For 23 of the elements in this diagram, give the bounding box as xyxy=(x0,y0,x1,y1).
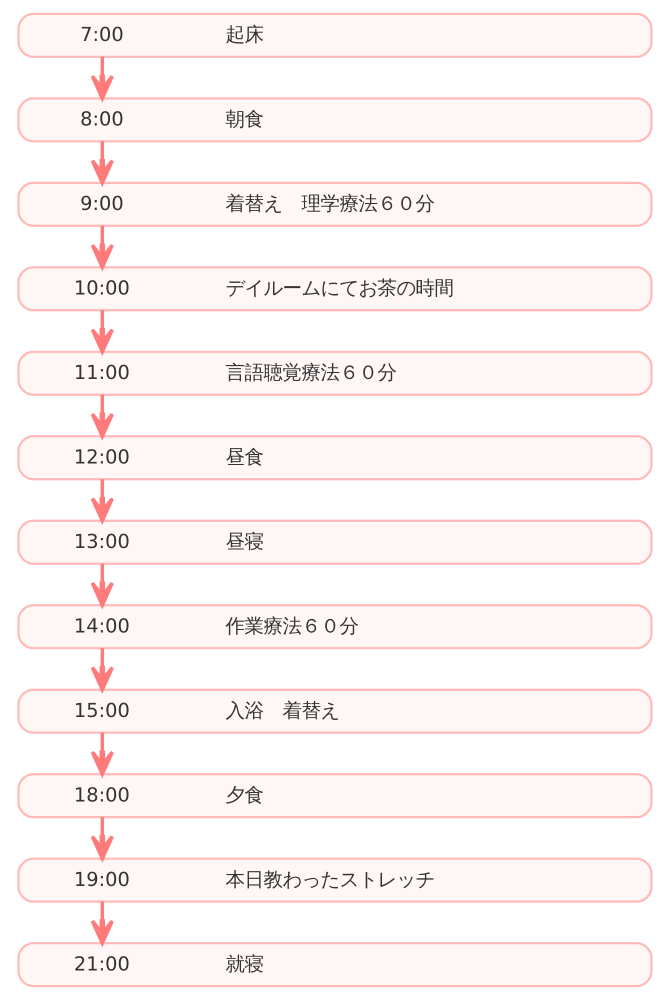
node-box: 9:00 着替え 理学療法６０分 xyxy=(17,182,653,227)
arrow xyxy=(90,394,114,438)
node-box: 12:00 昼食 xyxy=(17,435,653,480)
arrow xyxy=(90,732,114,776)
node-box: 14:00 作業療法６０分 xyxy=(17,604,653,650)
node-box: 11:00 言語聴覚療法６０分 xyxy=(17,350,653,396)
node-box: 10:00 デイルームにてお茶の時間 xyxy=(17,266,653,312)
arrow xyxy=(90,648,114,692)
node-box: 18:00 夕食 xyxy=(17,773,653,818)
node-box: 19:00 本日教わったストレッチ xyxy=(17,858,653,903)
node-box: 13:00 昼寝 xyxy=(17,520,653,565)
arrow xyxy=(90,479,114,522)
node-box: 15:00 入浴 着替え xyxy=(17,688,653,734)
arrow xyxy=(90,310,114,354)
node-box: 7:00 起床 xyxy=(17,12,653,58)
node-box: 21:00 就寝 xyxy=(17,942,653,988)
arrow xyxy=(90,226,114,270)
arrow xyxy=(90,141,114,185)
arrow xyxy=(90,56,114,100)
node-box: 8:00 朝食 xyxy=(17,97,653,142)
arrow xyxy=(90,817,114,860)
arrow xyxy=(90,564,114,607)
arrow xyxy=(90,902,114,945)
